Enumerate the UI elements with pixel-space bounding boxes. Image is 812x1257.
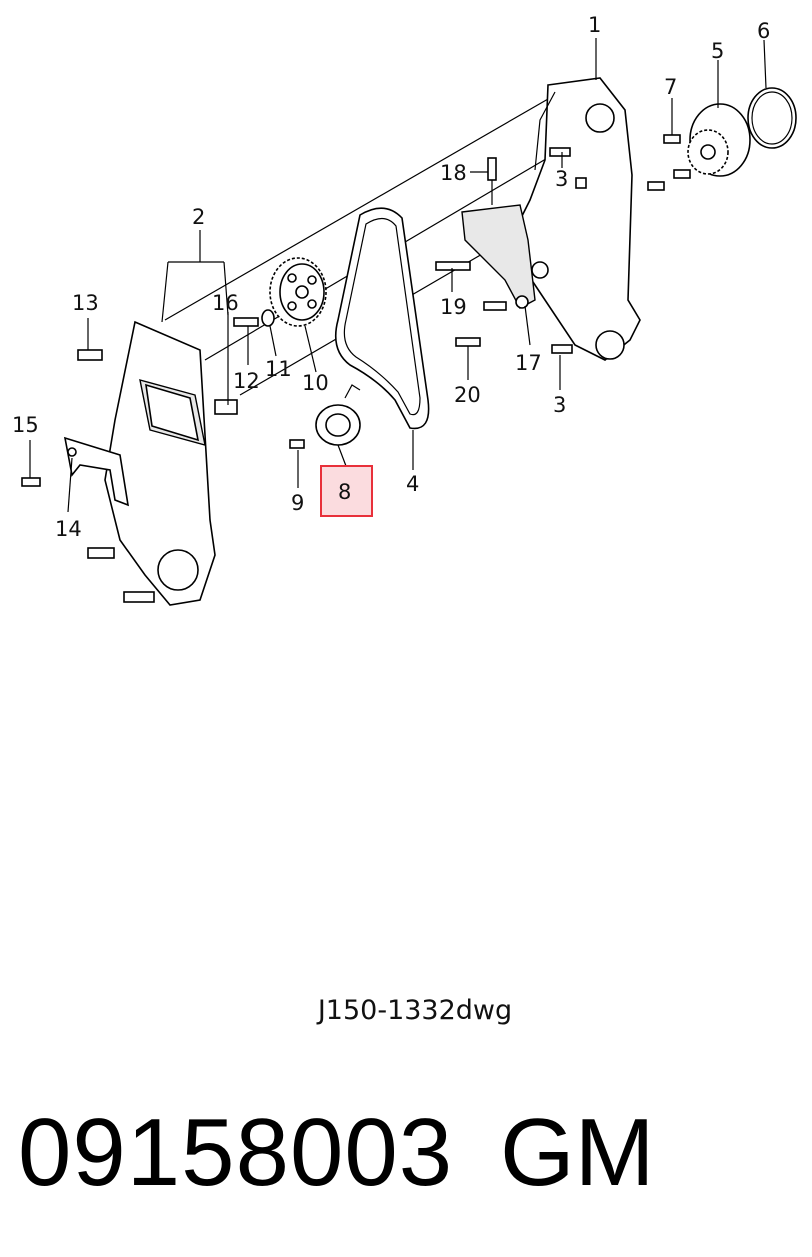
callout-3-top: 3 [555,167,568,191]
callout-6: 6 [757,19,770,43]
callout-14: 14 [55,517,82,541]
tensioner-bracket [461,157,549,309]
callout-5: 5 [711,39,724,63]
pump-o-ring [747,87,797,149]
callout-19: 19 [440,295,467,319]
callout-8: 8 [338,480,351,504]
callout-17: 17 [515,351,542,375]
callout-20: 20 [454,383,481,407]
part-number: 09158003 [18,1099,454,1206]
callout-18: 18 [440,161,467,185]
callout-4: 4 [406,472,419,496]
cover-gasket [63,436,130,507]
timing-belt [334,207,430,430]
callout-8-box[interactable] [320,465,373,517]
brand-label: GM [500,1099,655,1206]
callout-13: 13 [72,291,99,315]
callout-16: 16 [212,291,239,315]
callout-labels: 1 2 3 3 4 5 6 7 9 10 11 12 13 14 15 16 1… [12,13,770,541]
callout-1: 1 [588,13,601,37]
callout-2: 2 [192,205,205,229]
callout-10: 10 [302,371,329,395]
callout-3-bottom: 3 [553,393,566,417]
callout-11: 11 [265,357,292,381]
fasteners [21,134,691,603]
camshaft-sprocket [269,257,327,327]
callout-7: 7 [664,75,677,99]
water-pump [687,103,751,177]
sprocket-washer-bolt [233,309,275,327]
rear-timing-cover [514,77,641,361]
front-timing-cover [104,320,238,606]
drawing-code: J150-1332dwg [317,995,513,1026]
callout-8-highlight[interactable]: 8 [320,465,373,517]
tensioner-pulley [315,384,361,446]
callout-12: 12 [233,369,260,393]
callout-15: 15 [12,413,39,437]
callout-9: 9 [291,491,304,515]
callout-leaders [29,38,767,513]
